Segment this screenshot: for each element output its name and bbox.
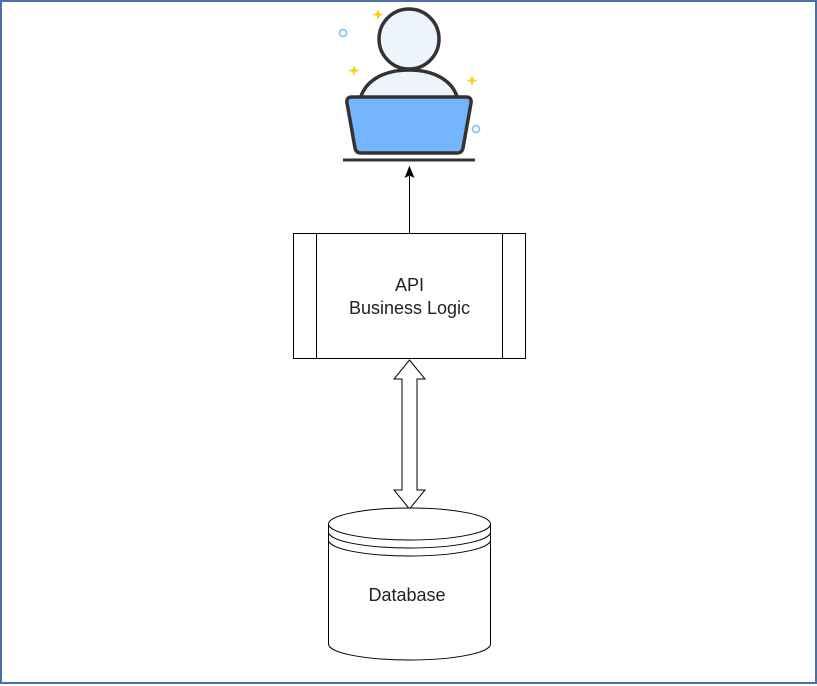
circle-accent-icon <box>338 28 481 134</box>
person-head <box>377 7 441 71</box>
business-logic-label: Business Logic <box>349 298 470 318</box>
laptop-screen <box>345 95 473 155</box>
database-cylinder[interactable]: Database <box>328 507 491 661</box>
double-arrow-api-database <box>392 359 427 510</box>
database-label: Database <box>368 585 445 605</box>
user-at-laptop-icon[interactable] <box>338 7 481 162</box>
arrow-api-to-user <box>404 165 415 233</box>
sparkle-icon <box>348 9 478 86</box>
api-process-box[interactable]: API Business Logic <box>293 233 526 359</box>
api-label: API <box>395 275 424 295</box>
